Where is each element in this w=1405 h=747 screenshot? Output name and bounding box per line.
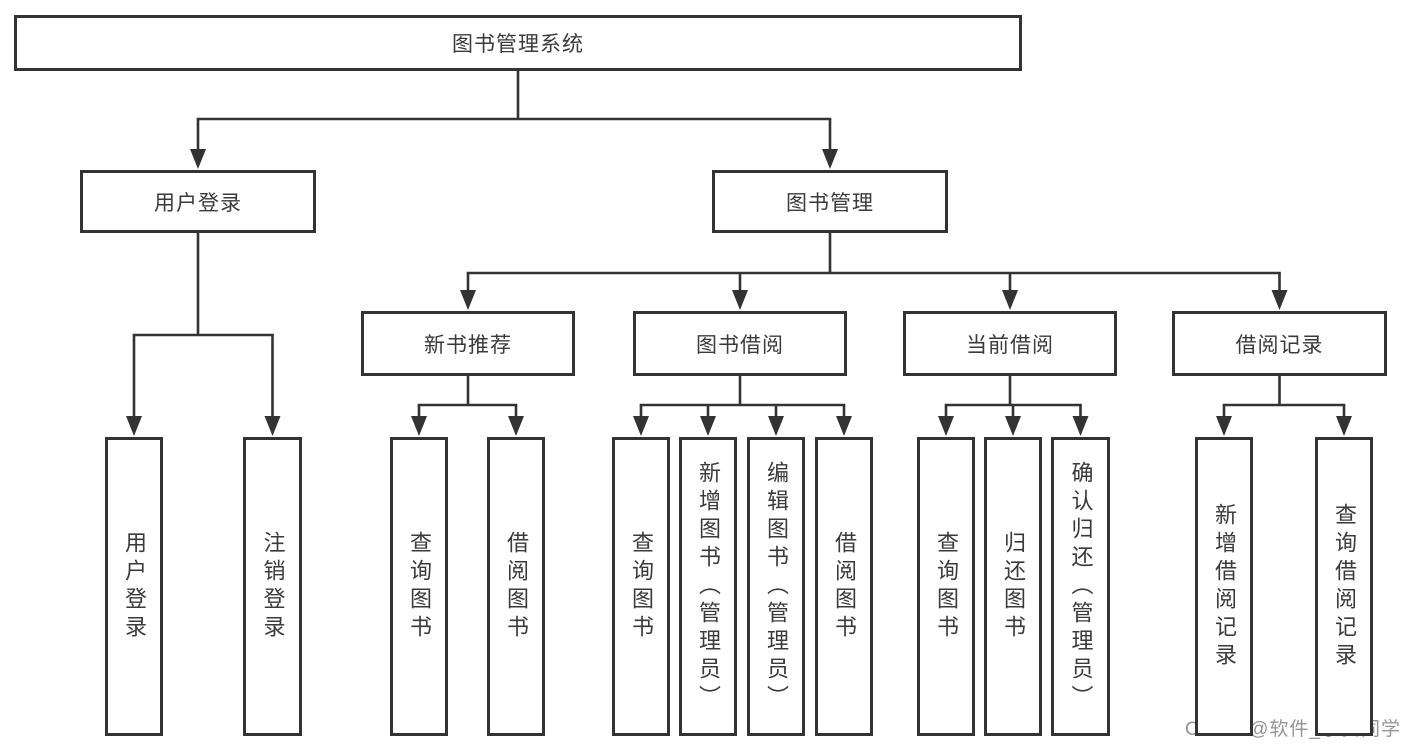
node-label: 新增图书（管理员） [696,460,721,713]
node-label: 查询借阅记录 [1332,502,1357,671]
node-label: 当前借阅 [966,333,1054,357]
node-bb-add-book: 新增图书（管理员） [679,437,737,736]
node-user-login: 用户登录 [80,170,316,233]
arrowhead-icon [411,416,427,436]
arrowhead-icon [700,416,716,436]
node-label: 借阅图书 [832,530,857,643]
node-login: 用户登录 [105,437,163,736]
node-cb-return-book: 归还图书 [984,437,1042,736]
arrowhead-icon [460,290,476,310]
node-borrow-records: 借阅记录 [1172,311,1387,376]
arrowhead-icon [822,149,838,169]
node-label: 用户登录 [122,530,147,643]
node-label: 新书推荐 [424,333,512,357]
node-label: 新增借阅记录 [1212,502,1237,671]
node-current-borrow: 当前借阅 [903,311,1117,376]
arrowhead-icon [1005,416,1021,436]
arrowhead-icon [1336,416,1352,436]
arrowhead-icon [938,416,954,436]
arrowhead-icon [1271,290,1288,310]
node-book-borrow: 图书借阅 [633,311,847,376]
node-label: 注销登录 [260,530,286,643]
node-label: 确认归还（管理员） [1068,460,1094,713]
arrowhead-icon [1216,416,1232,436]
node-label: 图书管理 [786,191,874,215]
node-label: 借阅记录 [1235,333,1324,357]
node-logout: 注销登录 [243,437,302,736]
arrowhead-icon [1002,290,1018,310]
node-rec-borrow-book: 借阅图书 [487,437,545,736]
arrowhead-icon [633,416,649,436]
node-label: 查询图书 [629,530,654,643]
node-root: 图书管理系统 [14,15,1022,71]
node-bb-query-book: 查询图书 [612,437,670,736]
arrowhead-icon [126,416,142,436]
node-new-book-rec: 新书推荐 [361,311,575,376]
arrowhead-icon [768,416,784,436]
node-bb-borrow-book: 借阅图书 [815,437,873,736]
arrowhead-icon [264,416,281,436]
arrowhead-icon [1072,416,1089,436]
node-br-add-record: 新增借阅记录 [1195,437,1253,736]
node-rec-query-book: 查询图书 [390,437,448,736]
node-label: 图书借阅 [696,333,784,357]
arrowhead-icon [732,290,748,310]
node-book-mgmt: 图书管理 [712,170,948,233]
arrowhead-icon [508,416,524,436]
arrowhead-icon [836,416,852,436]
node-label: 借阅图书 [504,530,529,643]
node-cb-confirm-return: 确认归还（管理员） [1051,437,1110,736]
node-label: 查询图书 [934,530,959,643]
node-label: 用户登录 [154,191,242,215]
node-cb-query-book: 查询图书 [917,437,975,736]
node-label: 查询图书 [407,530,432,643]
node-label: 图书管理系统 [452,33,584,56]
node-br-query-record: 查询借阅记录 [1315,437,1373,736]
arrowhead-icon [190,149,206,169]
node-bb-edit-book: 编辑图书（管理员） [747,437,805,736]
node-label: 归还图书 [1001,530,1026,643]
node-label: 编辑图书（管理员） [764,460,789,713]
